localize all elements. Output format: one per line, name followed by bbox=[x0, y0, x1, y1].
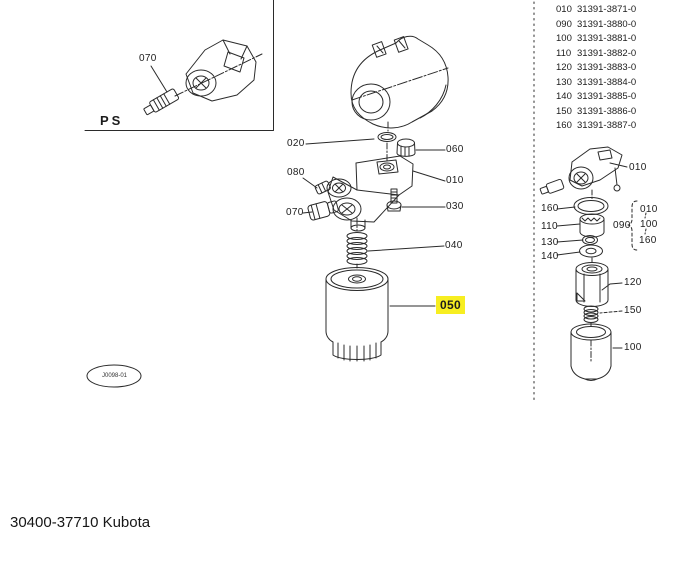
right-callout-120[interactable]: 120 bbox=[624, 277, 642, 288]
part-number: 31391-3882-0 bbox=[577, 47, 637, 59]
main-filter-canister-050-drawing bbox=[325, 267, 389, 362]
callout-030[interactable]: 030 bbox=[446, 201, 464, 212]
right-element-110-drawing bbox=[579, 213, 605, 238]
part-list-row[interactable]: 120 31391-3883-0 bbox=[556, 61, 636, 76]
callout-020[interactable]: 020 bbox=[287, 138, 305, 149]
main-cap-060-drawing bbox=[396, 138, 416, 157]
right-callout-leader-lines bbox=[556, 162, 628, 349]
kit-item-010[interactable]: 010 bbox=[640, 204, 658, 215]
right-kit-090-brace bbox=[627, 200, 647, 251]
part-number-list: 010 31391-3871-0 090 31391-3880-0 100 31391… bbox=[556, 3, 636, 134]
part-number: 31391-3883-0 bbox=[577, 62, 637, 73]
part-list-row[interactable]: 150 31391-3886-0 bbox=[556, 105, 636, 120]
stamp-oval bbox=[86, 364, 142, 388]
callout-040[interactable]: 040 bbox=[445, 240, 463, 251]
part-number: 31391-3886-0 bbox=[577, 105, 637, 117]
callout-070[interactable]: 070 bbox=[286, 207, 304, 218]
right-callout-140[interactable]: 140 bbox=[541, 251, 559, 262]
callout-080[interactable]: 080 bbox=[287, 167, 305, 178]
page-title: 30400-37710 Kubota bbox=[10, 514, 151, 531]
kit-item-160[interactable]: 160 bbox=[639, 235, 657, 246]
callout-010[interactable]: 010 bbox=[446, 175, 464, 186]
right-callout-160[interactable]: 160 bbox=[541, 203, 559, 214]
main-spring-040-drawing bbox=[346, 217, 368, 269]
right-filter-head-drawing bbox=[539, 146, 623, 200]
part-list-row[interactable]: 090 31391-3880-0 bbox=[556, 18, 636, 33]
ps-valve-body-drawing bbox=[174, 39, 263, 102]
part-list-row[interactable]: 130 31391-3884-0 bbox=[556, 76, 636, 91]
part-ref: 140 bbox=[556, 91, 572, 102]
right-filter-bowl-100-drawing bbox=[570, 323, 612, 381]
section-label-ps: PS bbox=[100, 113, 124, 128]
part-ref: 160 bbox=[556, 120, 572, 131]
main-pump-housing-drawing bbox=[350, 35, 449, 132]
right-callout-110[interactable]: 110 bbox=[541, 221, 558, 232]
part-list-row[interactable]: 160 31391-3887-0 bbox=[556, 119, 636, 134]
main-callout-leader-lines bbox=[302, 138, 446, 307]
part-ref: 100 bbox=[556, 33, 572, 44]
part-number: 31391-3881-0 bbox=[577, 33, 637, 44]
callout-070-inset[interactable]: 070 bbox=[139, 53, 157, 64]
main-plug-080-drawing bbox=[314, 180, 331, 195]
part-number: 31391-3885-0 bbox=[577, 91, 637, 102]
right-element-120-drawing bbox=[575, 262, 609, 307]
callout-060[interactable]: 060 bbox=[446, 144, 464, 155]
part-list-row[interactable]: 100 31391-3881-0 bbox=[556, 32, 636, 47]
right-o-ring-160-drawing bbox=[573, 197, 609, 215]
stamp-code: J0098-01 bbox=[101, 373, 128, 379]
right-callout-090-kit[interactable]: 090 bbox=[613, 220, 631, 231]
callout-050-selected[interactable]: 050 bbox=[436, 296, 465, 314]
part-ref: 120 bbox=[556, 62, 572, 73]
right-spring-150-drawing bbox=[583, 305, 599, 327]
ps-callout-070-leader bbox=[150, 65, 168, 93]
part-ref: 090 bbox=[556, 18, 572, 30]
right-washer-140-drawing bbox=[579, 244, 603, 263]
part-number: 31391-3887-0 bbox=[577, 120, 637, 131]
part-list-row[interactable]: 010 31391-3871-0 bbox=[556, 3, 636, 18]
part-number: 31391-3880-0 bbox=[577, 18, 637, 30]
part-number: 31391-3871-0 bbox=[577, 4, 637, 15]
part-list-row[interactable]: 110 31391-3882-0 bbox=[556, 47, 636, 62]
right-callout-100[interactable]: 100 bbox=[624, 342, 642, 353]
main-bolt-030-drawing bbox=[386, 188, 402, 212]
part-ref: 150 bbox=[556, 105, 572, 117]
right-callout-130[interactable]: 130 bbox=[541, 237, 559, 248]
main-o-ring-020-drawing bbox=[377, 132, 397, 162]
part-list-row[interactable]: 140 31391-3885-0 bbox=[556, 90, 636, 105]
right-callout-150[interactable]: 150 bbox=[624, 305, 642, 316]
kit-item-100[interactable]: 100 bbox=[640, 219, 658, 230]
ps-inset-boundary bbox=[84, 0, 274, 131]
part-ref: 010 bbox=[556, 4, 572, 15]
part-number: 31391-3884-0 bbox=[577, 76, 637, 88]
main-filter-head-drawing bbox=[326, 155, 414, 232]
main-plug-070-drawing bbox=[307, 200, 339, 221]
ps-fitting-070-drawing bbox=[143, 88, 180, 116]
part-ref: 130 bbox=[556, 76, 572, 88]
right-callout-010[interactable]: 010 bbox=[629, 162, 647, 173]
part-ref: 110 bbox=[556, 47, 572, 59]
